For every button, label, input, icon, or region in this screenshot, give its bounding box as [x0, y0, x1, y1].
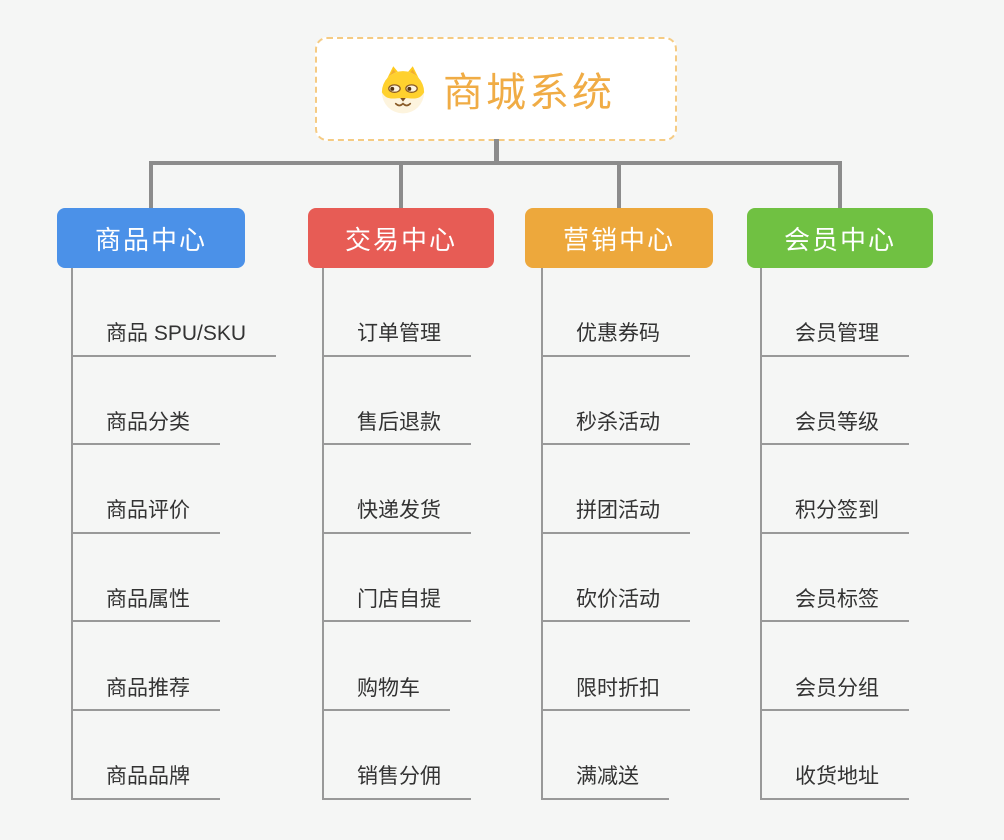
root-title: 商城系统: [443, 71, 615, 115]
leaf-node[interactable]: 满减送: [543, 763, 669, 800]
root-stem-line: [494, 139, 499, 165]
leaf-node[interactable]: 会员标签: [762, 586, 909, 623]
leaf-node[interactable]: 收货地址: [762, 763, 909, 800]
leaf-node[interactable]: 限时折扣: [543, 675, 690, 711]
branch-node-trade[interactable]: 交易中心: [308, 208, 494, 268]
leaf-node[interactable]: 快递发货: [324, 497, 471, 534]
branch-node-member[interactable]: 会员中心: [747, 208, 933, 268]
leaf-column-marketing: 优惠券码 秒杀活动 拼团活动 砍价活动 限时折扣 满减送: [541, 268, 781, 800]
branch-node-product[interactable]: 商品中心: [57, 208, 245, 268]
branch-node-marketing[interactable]: 营销中心: [525, 208, 713, 268]
branch-bar-line: [149, 161, 842, 165]
leaf-node[interactable]: 商品属性: [73, 586, 220, 623]
root-node[interactable]: 商城系统: [315, 37, 677, 141]
branch-stem-line: [838, 163, 842, 208]
leaf-node[interactable]: 会员管理: [762, 320, 909, 357]
leaf-node[interactable]: 商品分类: [73, 409, 220, 446]
leaf-column-member: 会员管理 会员等级 积分签到 会员标签 会员分组 收货地址: [760, 268, 1000, 800]
leaf-node[interactable]: 砍价活动: [543, 586, 690, 623]
leaf-node[interactable]: 积分签到: [762, 497, 909, 534]
leaf-column-trade: 订单管理 售后退款 快递发货 门店自提 购物车 销售分佣: [322, 268, 562, 800]
branch-stem-line: [617, 163, 621, 208]
leaf-node[interactable]: 拼团活动: [543, 497, 690, 534]
leaf-node[interactable]: 商品品牌: [73, 763, 220, 800]
leaf-node[interactable]: 门店自提: [324, 586, 471, 623]
leaf-node[interactable]: 商品推荐: [73, 675, 220, 711]
leaf-node[interactable]: 订单管理: [324, 320, 471, 357]
leaf-node[interactable]: 售后退款: [324, 409, 471, 446]
leaf-node[interactable]: 购物车: [324, 675, 450, 711]
leaf-node[interactable]: 会员等级: [762, 409, 909, 446]
leaf-node[interactable]: 商品 SPU/SKU: [73, 320, 277, 357]
shiba-dog-icon: [381, 66, 425, 114]
leaf-node[interactable]: 优惠券码: [543, 320, 690, 357]
leaf-node[interactable]: 秒杀活动: [543, 409, 690, 446]
leaf-node[interactable]: 商品评价: [73, 497, 220, 534]
leaf-node[interactable]: 销售分佣: [324, 763, 471, 800]
leaf-node[interactable]: 会员分组: [762, 675, 909, 711]
leaf-column-product: 商品 SPU/SKU 商品分类 商品评价 商品属性 商品推荐 商品品牌: [71, 268, 311, 800]
branch-stem-line: [149, 163, 153, 208]
branch-stem-line: [399, 163, 403, 208]
